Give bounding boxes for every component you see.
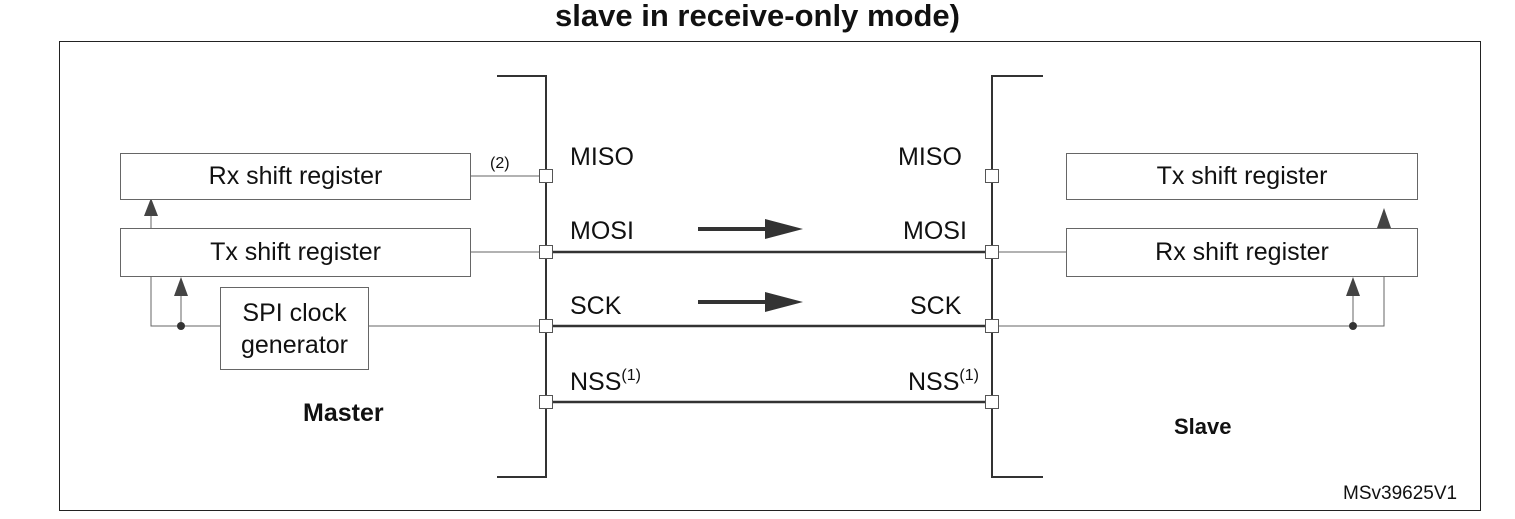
diagram-title: slave in receive-only mode) (555, 0, 960, 33)
master-miso-note: (2) (490, 155, 510, 172)
spi-clock-generator-line1: SPI clock (242, 298, 347, 327)
slave-sck-pin (985, 319, 999, 333)
master-clock-junction (177, 322, 185, 330)
master-bus-bracket (497, 75, 547, 478)
sck-direction-arrowhead (765, 292, 803, 312)
master-label: Master (303, 399, 384, 427)
master-mosi-pin (539, 245, 553, 259)
slave-tx-shift-register: Tx shift register (1066, 153, 1418, 200)
diagram-frame (59, 41, 1481, 511)
master-nss-label: NSS(1) (570, 367, 641, 396)
slave-miso-label: MISO (898, 143, 962, 171)
master-tx-clock-arrowhead (174, 277, 188, 296)
slave-bus-bracket (991, 75, 1043, 478)
master-tx-shift-register-label: Tx shift register (210, 238, 381, 266)
slave-tx-clock-arrowhead (1377, 208, 1391, 228)
spi-clock-generator-line2: generator (240, 330, 349, 359)
master-nss-text: NSS (570, 368, 622, 396)
slave-mosi-label: MOSI (903, 217, 967, 245)
slave-clock-junction (1349, 322, 1357, 330)
slave-nss-text: NSS (908, 368, 960, 396)
slave-rx-shift-register-label: Rx shift register (1155, 238, 1329, 266)
spi-clock-generator: SPI clock generator (220, 287, 369, 370)
master-mosi-label: MOSI (570, 217, 634, 245)
master-tx-shift-register: Tx shift register (120, 228, 471, 277)
master-miso-pin (539, 169, 553, 183)
reference-code: MSv39625V1 (1343, 483, 1458, 504)
master-nss-pin (539, 395, 553, 409)
slave-nss-label: NSS(1) (908, 367, 979, 396)
mosi-direction-arrowhead (765, 219, 803, 239)
master-sck-pin (539, 319, 553, 333)
master-sck-label: SCK (570, 292, 622, 320)
slave-mosi-pin (985, 245, 999, 259)
slave-label: Slave (1174, 414, 1232, 439)
slave-nss-pin (985, 395, 999, 409)
slave-rx-shift-register: Rx shift register (1066, 228, 1418, 277)
slave-nss-superscript: (1) (959, 367, 979, 384)
slave-rx-clock-arrowhead (1346, 277, 1360, 296)
master-rx-shift-register: Rx shift register (120, 153, 471, 200)
slave-sck-label: SCK (910, 292, 962, 320)
slave-tx-shift-register-label: Tx shift register (1156, 162, 1328, 190)
slave-miso-pin (985, 169, 999, 183)
master-miso-label: MISO (570, 143, 634, 171)
master-rx-shift-register-label: Rx shift register (208, 162, 383, 190)
master-nss-superscript: (1) (621, 367, 641, 384)
master-rx-clock-arrowhead (144, 198, 158, 216)
